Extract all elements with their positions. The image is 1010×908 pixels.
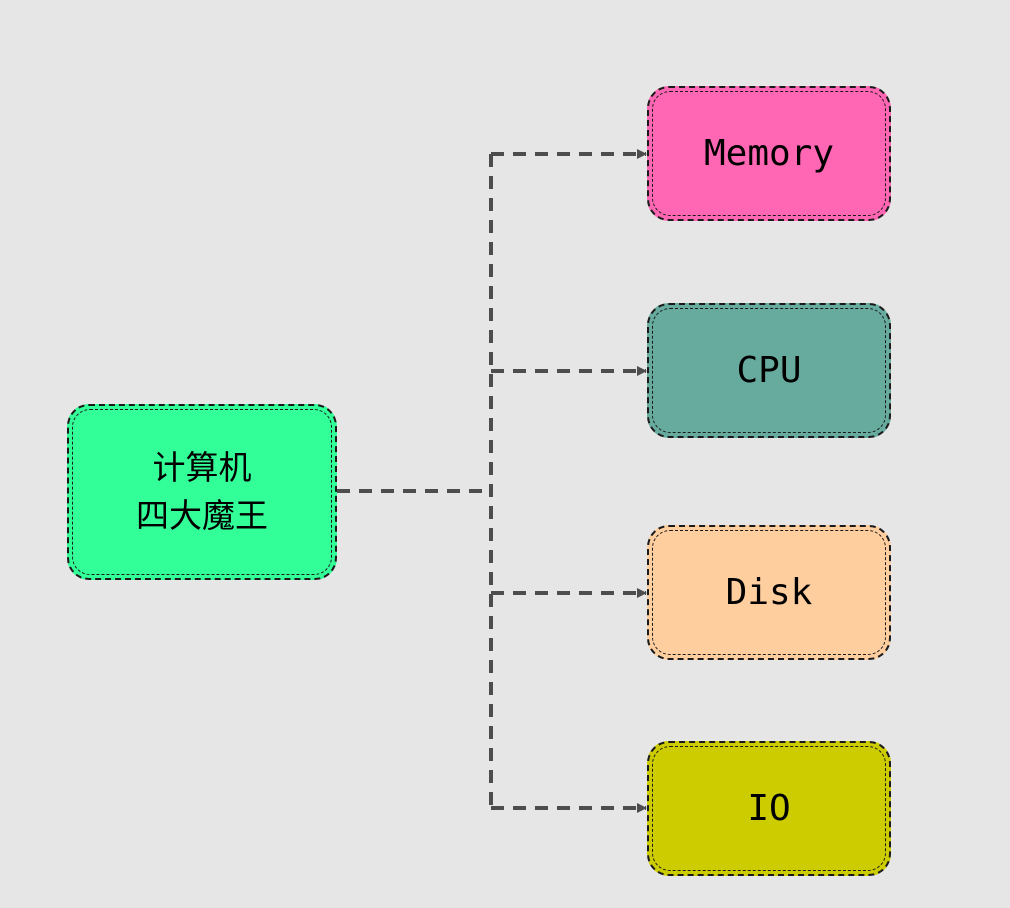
node-disk-label: Disk xyxy=(725,572,813,613)
root-node-computer[interactable]: 计算机 四大魔王 xyxy=(67,404,337,580)
root-label-line2: 四大魔王 xyxy=(136,496,268,535)
node-io[interactable]: IO xyxy=(647,741,891,876)
node-memory[interactable]: Memory xyxy=(647,86,891,221)
root-node-label: 计算机 四大魔王 xyxy=(136,444,268,540)
node-io-label: IO xyxy=(747,788,791,829)
node-disk[interactable]: Disk xyxy=(647,525,891,660)
node-cpu-label: CPU xyxy=(736,350,802,391)
node-memory-label: Memory xyxy=(703,133,835,174)
node-cpu[interactable]: CPU xyxy=(647,303,891,438)
root-label-line1: 计算机 xyxy=(152,448,252,487)
